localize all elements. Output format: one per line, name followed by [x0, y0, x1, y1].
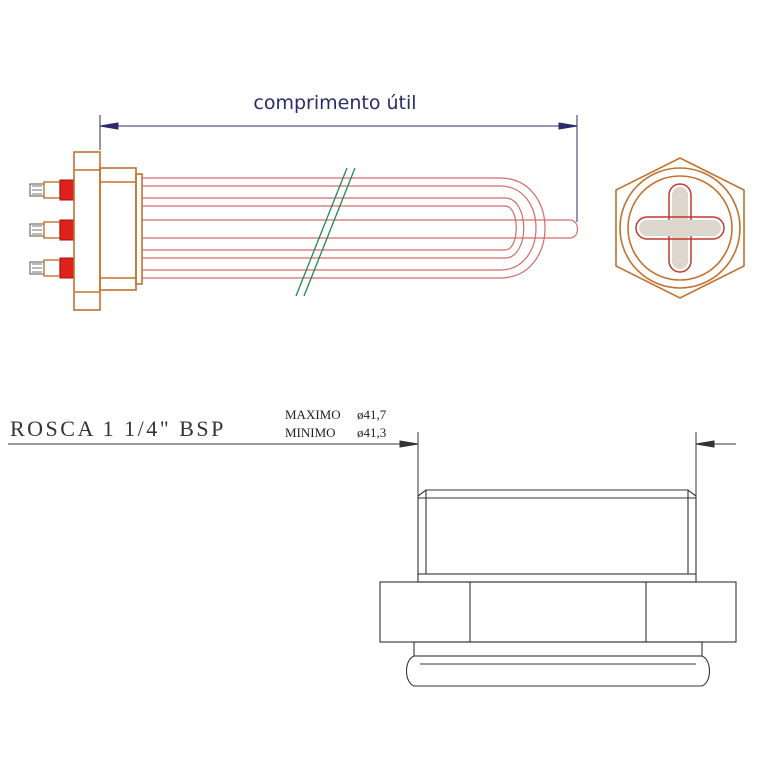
max-value: ø41,7 [357, 407, 387, 422]
terminal-block [29, 179, 75, 279]
leader-arrow-right [695, 440, 715, 448]
hex-outline [615, 157, 745, 299]
hex-nut [379, 581, 737, 643]
min-value: ø41,3 [357, 425, 386, 440]
cross-slot [635, 183, 725, 273]
thread-stub [135, 173, 143, 285]
fitting-side-view [379, 489, 737, 687]
element-tubes [142, 177, 579, 279]
length-dimension-label: comprimento útil [253, 92, 416, 114]
dimension-arrow-right [558, 122, 578, 130]
threaded-section [417, 489, 697, 583]
flange-circle-outer [619, 167, 741, 289]
gasket [405, 655, 711, 687]
thread-label: ROSCA 1 1/4" BSP [10, 416, 226, 441]
flange [73, 151, 101, 311]
neck [413, 641, 703, 657]
element-end-view [615, 157, 745, 299]
leader-arrow-left [399, 440, 419, 448]
element-side-view: comprimento útil [29, 92, 579, 311]
hex-body [99, 167, 137, 291]
break-lines [295, 167, 356, 297]
length-dimension [99, 115, 578, 222]
dimension-arrow-left [99, 122, 119, 130]
terminal-bottom [29, 257, 75, 279]
terminal-top [29, 179, 75, 201]
brass-head [73, 151, 143, 311]
thread-diameter-dimension [8, 432, 736, 496]
flange-circle-inner [627, 175, 733, 281]
max-label: MAXIMO [285, 407, 341, 422]
terminal-middle [29, 219, 75, 241]
thread-specification: ROSCA 1 1/4" BSP MAXIMO ø41,7 MINIMO ø41… [8, 407, 736, 496]
min-label: MINIMO [285, 425, 336, 440]
